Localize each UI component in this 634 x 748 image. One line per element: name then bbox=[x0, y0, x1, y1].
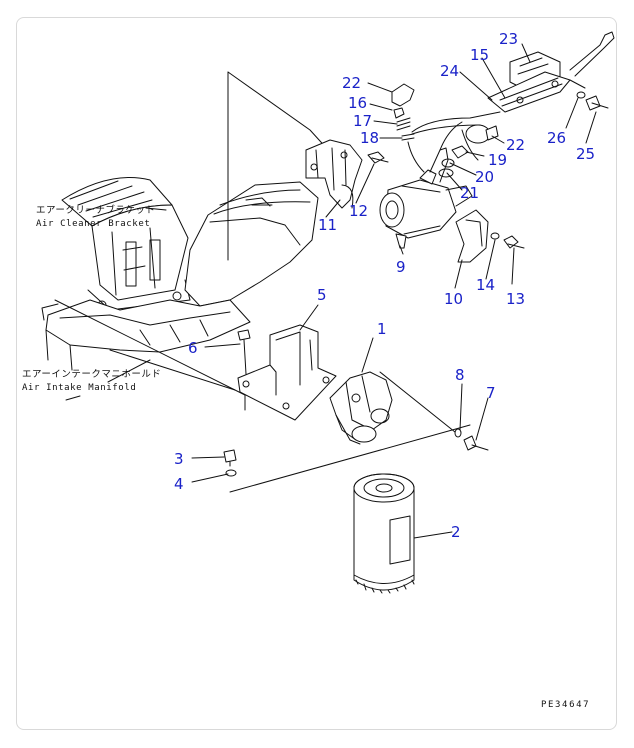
drawing-code: PE34647 bbox=[541, 700, 590, 710]
air-intake-manifold-en-label: Air Intake Manifold bbox=[22, 383, 136, 393]
relay-23-24-15 bbox=[487, 31, 615, 113]
callout-1[interactable]: 1 bbox=[377, 320, 387, 338]
callout-22-upper[interactable]: 22 bbox=[342, 74, 361, 92]
callout-14[interactable]: 14 bbox=[476, 276, 495, 294]
callout-25[interactable]: 25 bbox=[576, 145, 595, 163]
callout-11[interactable]: 11 bbox=[318, 216, 337, 234]
wire-harness bbox=[407, 111, 501, 173]
callout-2[interactable]: 2 bbox=[451, 523, 461, 541]
callout-8[interactable]: 8 bbox=[455, 366, 465, 384]
small-parts-16-17-18 bbox=[391, 83, 415, 141]
callout-13[interactable]: 13 bbox=[506, 290, 525, 308]
parts-25-26 bbox=[576, 91, 609, 111]
callout-18[interactable]: 18 bbox=[360, 129, 379, 147]
bolt-12 bbox=[367, 151, 389, 164]
bracket-10 bbox=[455, 209, 525, 263]
air-cleaner-bracket-drawing bbox=[61, 177, 191, 311]
callout-24[interactable]: 24 bbox=[440, 62, 459, 80]
callout-20[interactable]: 20 bbox=[475, 168, 494, 186]
callout-15[interactable]: 15 bbox=[470, 46, 489, 64]
air-intake-manifold-jp-label: エアーインテークマニホールド bbox=[22, 369, 161, 380]
callout-23[interactable]: 23 bbox=[499, 30, 518, 48]
callout-21[interactable]: 21 bbox=[460, 184, 479, 202]
filter-head-1 bbox=[329, 371, 489, 451]
callout-16[interactable]: 16 bbox=[348, 94, 367, 112]
callout-10[interactable]: 10 bbox=[444, 290, 463, 308]
callout-26[interactable]: 26 bbox=[547, 129, 566, 147]
bracket-5 bbox=[237, 324, 337, 421]
callout-22-lower[interactable]: 22 bbox=[506, 136, 525, 154]
callout-6[interactable]: 6 bbox=[188, 339, 198, 357]
filter-cartridge-2 bbox=[353, 473, 415, 594]
air-cleaner-bracket-en-label: Air Cleaner Bracket bbox=[36, 219, 150, 229]
air-cleaner-bracket-jp-label: エアークリーナブラケット bbox=[36, 204, 155, 216]
parts-3-4 bbox=[223, 449, 237, 477]
callout-12[interactable]: 12 bbox=[349, 202, 368, 220]
air-intake-manifold-drawing bbox=[41, 71, 471, 493]
bracket-11 bbox=[305, 139, 363, 209]
callout-9[interactable]: 9 bbox=[396, 258, 406, 276]
callout-4[interactable]: 4 bbox=[174, 475, 184, 493]
callout-19[interactable]: 19 bbox=[488, 151, 507, 169]
callout-7[interactable]: 7 bbox=[486, 384, 496, 402]
leader-lines bbox=[107, 43, 597, 539]
part-22-bulb bbox=[465, 124, 499, 144]
callout-5[interactable]: 5 bbox=[317, 286, 327, 304]
callout-3[interactable]: 3 bbox=[174, 450, 184, 468]
callout-17[interactable]: 17 bbox=[353, 112, 372, 130]
part-9-assembly bbox=[379, 147, 473, 249]
